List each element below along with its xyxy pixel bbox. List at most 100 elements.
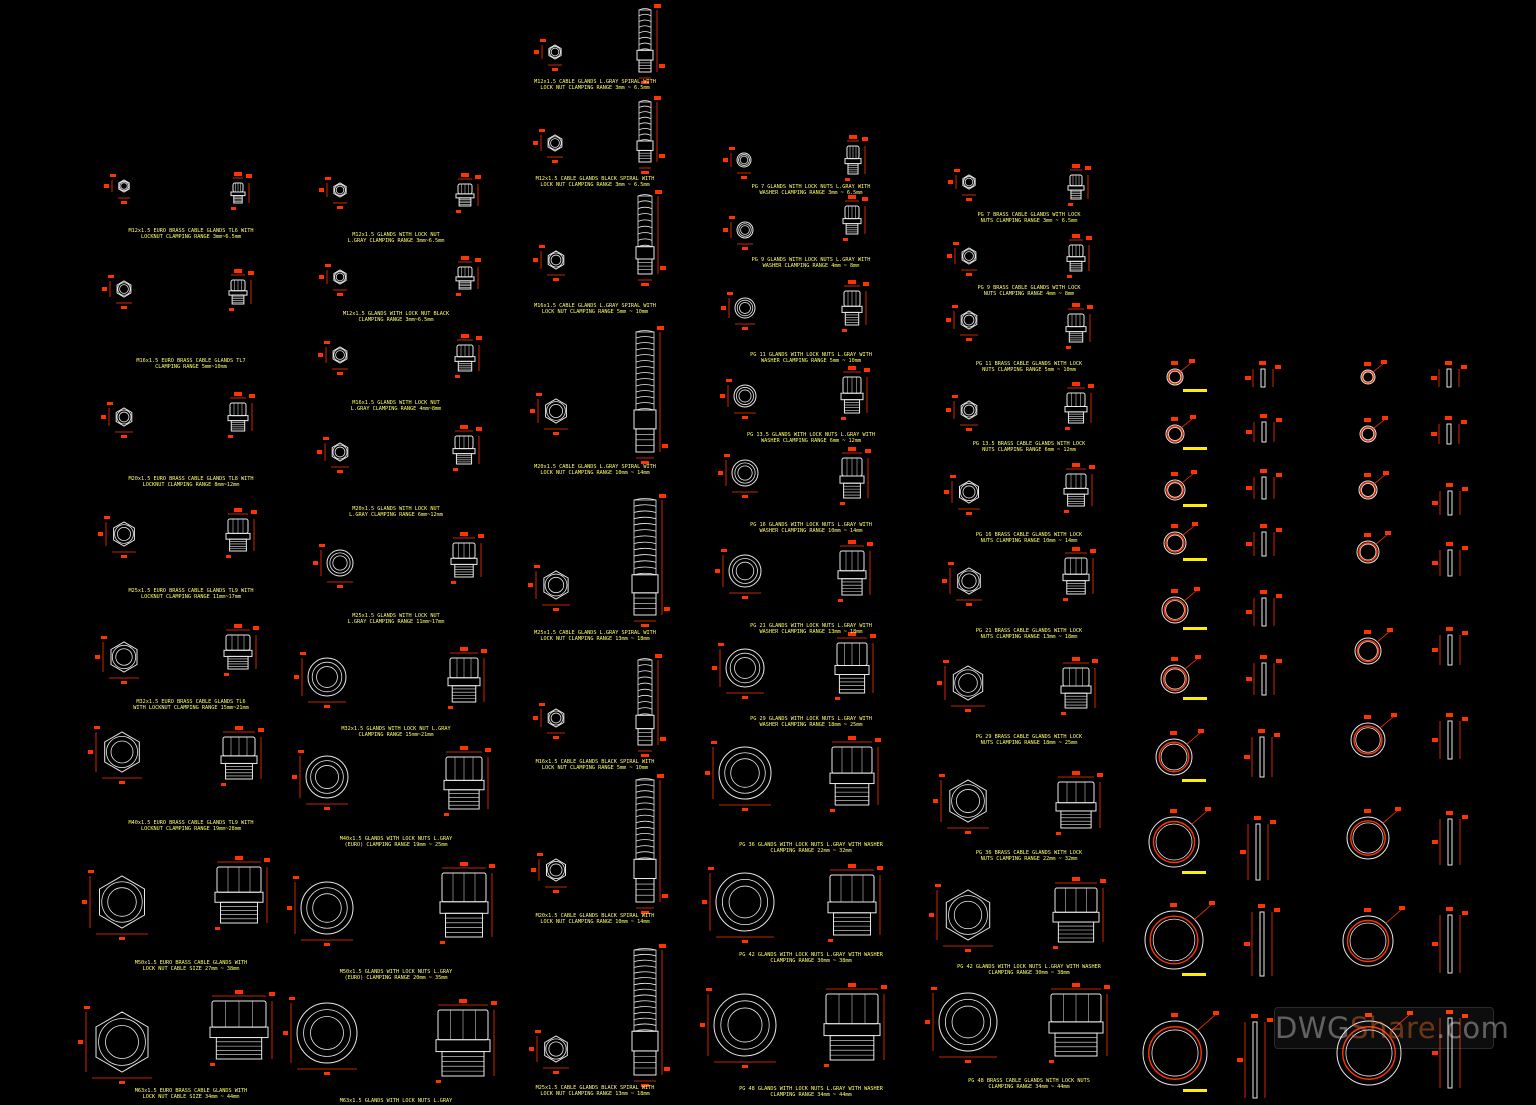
gland-body: [842, 218, 862, 225]
accent-bar: [1182, 779, 1206, 782]
dimension-tag: [528, 583, 533, 587]
gland-thread: [215, 1037, 263, 1060]
washer-seal: [1358, 542, 1378, 562]
col1-side-view-1: [230, 172, 252, 210]
nut-bore: [962, 485, 976, 499]
gland-body: [455, 193, 475, 199]
spiral-coil: [637, 701, 653, 704]
dimension-tag: [641, 461, 649, 464]
col6-washer-side-3: [1246, 469, 1282, 500]
dimension-tag: [660, 737, 666, 741]
nut-inner-ring: [111, 644, 137, 670]
col1-caption-5-line-1: M32x1.5 EURO BRASS CABLE GLANDS TL6: [136, 699, 245, 705]
spiral-coil: [635, 845, 655, 848]
nut-outer-ring: [713, 993, 777, 1057]
nut-bore: [548, 1041, 564, 1057]
nut-hex-outline: [545, 398, 567, 424]
nut-hex-outline: [115, 407, 133, 427]
washer-seal: [1149, 915, 1199, 965]
dimension-tag: [489, 864, 495, 868]
spiral-coil: [633, 560, 657, 563]
spiral-coil: [633, 554, 657, 557]
washer-inner: [1362, 371, 1374, 383]
nut-bore: [550, 47, 560, 57]
col7-washer-side-9: [1432, 1010, 1468, 1089]
gland-cap: [636, 140, 654, 151]
col6-washer-side-10: [1237, 1014, 1273, 1099]
dimension-tag: [231, 207, 236, 210]
spiral-coil: [637, 664, 653, 667]
dimension-tag: [848, 736, 856, 740]
col4-caption-10-line-2: CLAMPING RANGE 34mm ~ 44mm: [770, 1092, 851, 1098]
dimension-tag: [1276, 473, 1282, 477]
dimension-tag: [662, 444, 668, 448]
dimension-tag: [318, 353, 323, 357]
dimension-tag: [1260, 590, 1267, 594]
nut-hex-outline: [544, 1035, 568, 1063]
dimension-tag: [1445, 361, 1452, 365]
dimension-tag: [88, 870, 94, 873]
col1-side-view-2: [228, 269, 254, 311]
dimension-tag: [461, 256, 469, 260]
dimension-tag: [475, 175, 481, 179]
col3-caption-2-line-1: M12x1.5 CABLE GLANDS BLACK SPIRAL WITH: [536, 176, 655, 182]
gland-body: [840, 392, 864, 401]
gland-thread: [220, 901, 258, 924]
gland-cap: [635, 714, 655, 730]
washer-profile: [1259, 736, 1265, 778]
washer-outer: [1342, 915, 1394, 967]
col4-front-view-3: [721, 292, 756, 330]
washer-seal: [1148, 1026, 1202, 1080]
dimension-tag: [235, 990, 243, 994]
washer-outer: [1155, 738, 1193, 776]
nut-inner-ring: [334, 271, 346, 283]
col3-caption-5-line-1: M25x1.5 CABLE GLANDS L.GRAY SPIRAL WITH: [534, 630, 656, 636]
nut-bore: [335, 272, 345, 282]
dimension-tag: [1407, 1011, 1413, 1015]
spiral-coil: [633, 959, 657, 962]
dimension-tag: [965, 831, 971, 834]
dimension-tag: [1462, 546, 1468, 550]
gland-thread: [843, 482, 861, 499]
col4-front-view-2: [723, 216, 754, 250]
dimension-tag: [228, 435, 233, 438]
col2-caption-3-line-1: M16x1.5 GLANDS WITH LOCK NUT: [352, 400, 439, 406]
dimension-tag: [1364, 908, 1371, 912]
accent-bar: [1183, 447, 1207, 450]
dimension-tag: [1191, 470, 1197, 474]
dimension-tag: [948, 180, 953, 184]
col7-washer-side-5: [1432, 627, 1468, 666]
dimension-tag: [210, 1063, 215, 1066]
dimension-tag: [865, 449, 871, 453]
dimension-tag: [1446, 1010, 1453, 1014]
dimension-tag: [946, 318, 951, 322]
gland-thread: [448, 789, 480, 810]
gland-thread: [635, 878, 655, 903]
dimension-tag: [828, 939, 833, 942]
dimension-tag: [456, 293, 461, 296]
col1-side-view-5: [223, 624, 259, 676]
washer-outer: [1148, 816, 1200, 868]
col4-side-view-6: [837, 540, 873, 602]
gland-thread: [225, 762, 253, 780]
captions-layer: M12x1.5 EURO BRASS CABLE GLANDS TL6 WITH…: [129, 79, 1102, 1104]
gland-body: [1048, 1021, 1104, 1034]
dimension-tag: [711, 741, 717, 744]
dimension-tag: [461, 334, 469, 338]
leader-line: [1181, 473, 1194, 484]
col7-washer-front-4: [1356, 531, 1391, 564]
dimension-tag: [966, 428, 972, 431]
nut-inner-ring: [106, 736, 139, 769]
col1-front-view-2: [102, 275, 132, 309]
spiral-coil: [638, 111, 652, 114]
nut-hex-outline: [118, 179, 130, 193]
washer-seal: [1360, 426, 1376, 442]
gland-thread: [1067, 411, 1085, 424]
gland-body: [1064, 406, 1088, 413]
dimension-tag: [1246, 542, 1252, 546]
col5-side-view-10: [1048, 983, 1110, 1063]
washer-seal: [1158, 741, 1190, 773]
col3-caption-2-line-2: LOCK NUT CLAMPING RANGE 3mm ~ 6.5mm: [540, 182, 649, 188]
dimension-tag: [1432, 648, 1438, 652]
spiral-coil: [633, 547, 657, 551]
